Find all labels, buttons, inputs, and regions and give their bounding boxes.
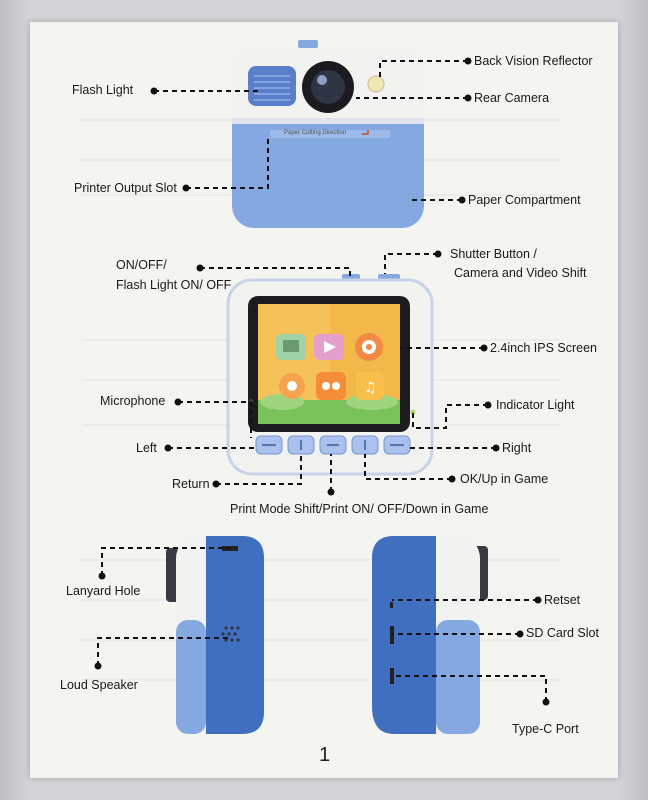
label-flash-light: Flash Light <box>72 83 134 97</box>
indicator-light <box>410 409 416 415</box>
label-printer-output-slot: Printer Output Slot <box>74 181 177 195</box>
label-shutter-line1: Shutter Button / <box>450 247 537 261</box>
camera-rear-view <box>232 40 424 228</box>
label-on-off-line2: Flash Light ON/ OFF <box>116 278 232 292</box>
leader-lines <box>97 60 547 702</box>
label-lanyard-hole: Lanyard Hole <box>66 584 141 598</box>
label-back-vision-reflector: Back Vision Reflector <box>474 54 593 68</box>
type-c-port <box>390 668 394 684</box>
page-number: 1 <box>319 744 331 766</box>
label-shutter-line2: Camera and Video Shift <box>454 266 587 280</box>
label-type-c-port: Type-C Port <box>512 722 579 736</box>
music-icon <box>356 372 384 400</box>
label-rear-camera: Rear Camera <box>474 91 550 105</box>
camera-front-view: ♫ <box>226 274 434 476</box>
label-on-off-line1: ON/OFF/ <box>116 258 167 272</box>
label-loud-speaker: Loud Speaker <box>60 678 138 692</box>
label-sd-card-slot: SD Card Slot <box>526 626 599 640</box>
leader-dots <box>94 57 550 706</box>
retset-hole <box>390 602 393 608</box>
label-microphone: Microphone <box>100 394 166 408</box>
label-ok-up: OK/Up in Game <box>460 472 549 486</box>
label-left: Left <box>136 441 157 455</box>
label-print-mode: Print Mode Shift/Print ON/ OFF/Down in G… <box>230 502 489 516</box>
label-ips-screen: 2.4inch IPS Screen <box>490 341 598 355</box>
camera-left-side-view <box>166 536 264 734</box>
label-retset: Retset <box>544 593 581 607</box>
label-paper-cutting-direction: Paper Cutting Direction <box>284 130 347 136</box>
loud-speaker-grille <box>221 626 240 642</box>
back-vision-reflector <box>367 75 385 93</box>
label-indicator-light: Indicator Light <box>496 398 575 412</box>
label-right: Right <box>502 441 532 455</box>
label-return: Return <box>172 477 210 491</box>
svg-text:♫: ♫ <box>364 380 377 396</box>
game-icon <box>316 372 346 400</box>
label-paper-compartment: Paper Compartment <box>468 193 581 207</box>
